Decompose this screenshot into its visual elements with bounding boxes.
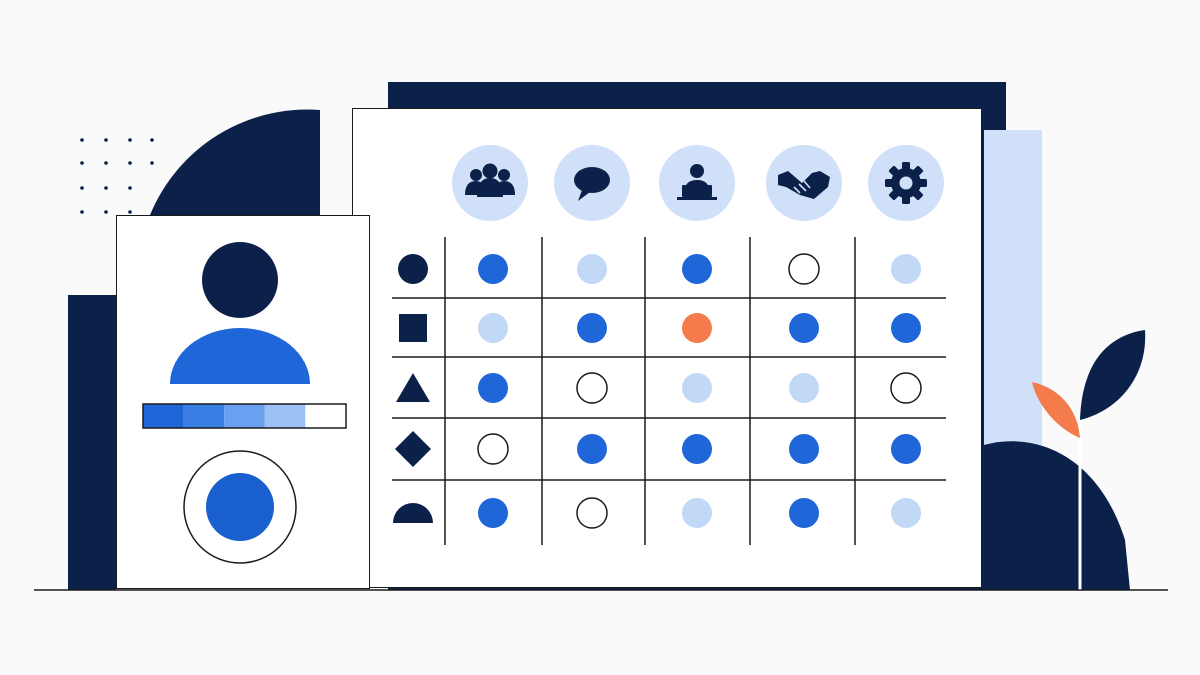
row-marker-diamond <box>395 431 431 467</box>
matrix-cells <box>477 253 922 529</box>
row-marker-half-circle <box>393 503 433 523</box>
chat-bubble-icon[interactable] <box>554 145 630 221</box>
matrix-cell-empty[interactable] <box>788 253 820 285</box>
gear-icon[interactable] <box>868 145 944 221</box>
matrix-cell-blue[interactable] <box>891 313 921 343</box>
progress-segment <box>264 404 306 428</box>
avatar-icon <box>170 242 310 384</box>
record-button[interactable] <box>183 450 297 564</box>
matrix-cell-blue[interactable] <box>577 313 607 343</box>
row-marker-triangle <box>396 373 430 402</box>
matrix-cell-light[interactable] <box>789 373 819 403</box>
matrix-cell-light[interactable] <box>478 313 508 343</box>
matrix-cell-blue[interactable] <box>789 498 819 528</box>
matrix-cell-blue[interactable] <box>682 254 712 284</box>
matrix-cell-light[interactable] <box>682 498 712 528</box>
matrix-cell-blue[interactable] <box>478 373 508 403</box>
matrix-cell-empty[interactable] <box>890 372 922 404</box>
matrix-cell-blue[interactable] <box>891 434 921 464</box>
matrix-cell-empty[interactable] <box>576 497 608 529</box>
row-markers <box>393 254 433 523</box>
navy-leaf <box>1080 330 1146 420</box>
matrix-cell-light[interactable] <box>891 498 921 528</box>
user-laptop-icon[interactable] <box>659 145 735 221</box>
progress-segment <box>305 404 346 428</box>
matrix-cell-blue[interactable] <box>789 434 819 464</box>
matrix-cell-blue[interactable] <box>577 434 607 464</box>
matrix-cell-light[interactable] <box>577 254 607 284</box>
grid-lines <box>392 237 946 545</box>
progress-bar <box>143 404 346 428</box>
row-marker-square <box>399 314 427 342</box>
progress-segment <box>224 404 265 428</box>
handshake-icon[interactable] <box>766 145 842 221</box>
navy-left-pillar <box>68 295 116 590</box>
matrix-cell-orange[interactable] <box>682 313 712 343</box>
matrix-cell-empty[interactable] <box>576 372 608 404</box>
navy-mound <box>984 441 1130 590</box>
navy-quarter-circle <box>150 109 320 215</box>
matrix-cell-empty[interactable] <box>477 433 509 465</box>
people-group-icon[interactable] <box>452 145 528 221</box>
row-marker-circle <box>398 254 428 284</box>
orange-leaf <box>1032 382 1080 438</box>
progress-segment <box>143 404 184 428</box>
matrix-cell-light[interactable] <box>891 254 921 284</box>
matrix-cell-blue[interactable] <box>478 254 508 284</box>
matrix-cell-blue[interactable] <box>682 434 712 464</box>
matrix-cell-light[interactable] <box>682 373 712 403</box>
matrix-cell-blue[interactable] <box>789 313 819 343</box>
progress-segment <box>183 404 225 428</box>
dot-grid <box>80 138 154 214</box>
matrix-cell-blue[interactable] <box>478 498 508 528</box>
